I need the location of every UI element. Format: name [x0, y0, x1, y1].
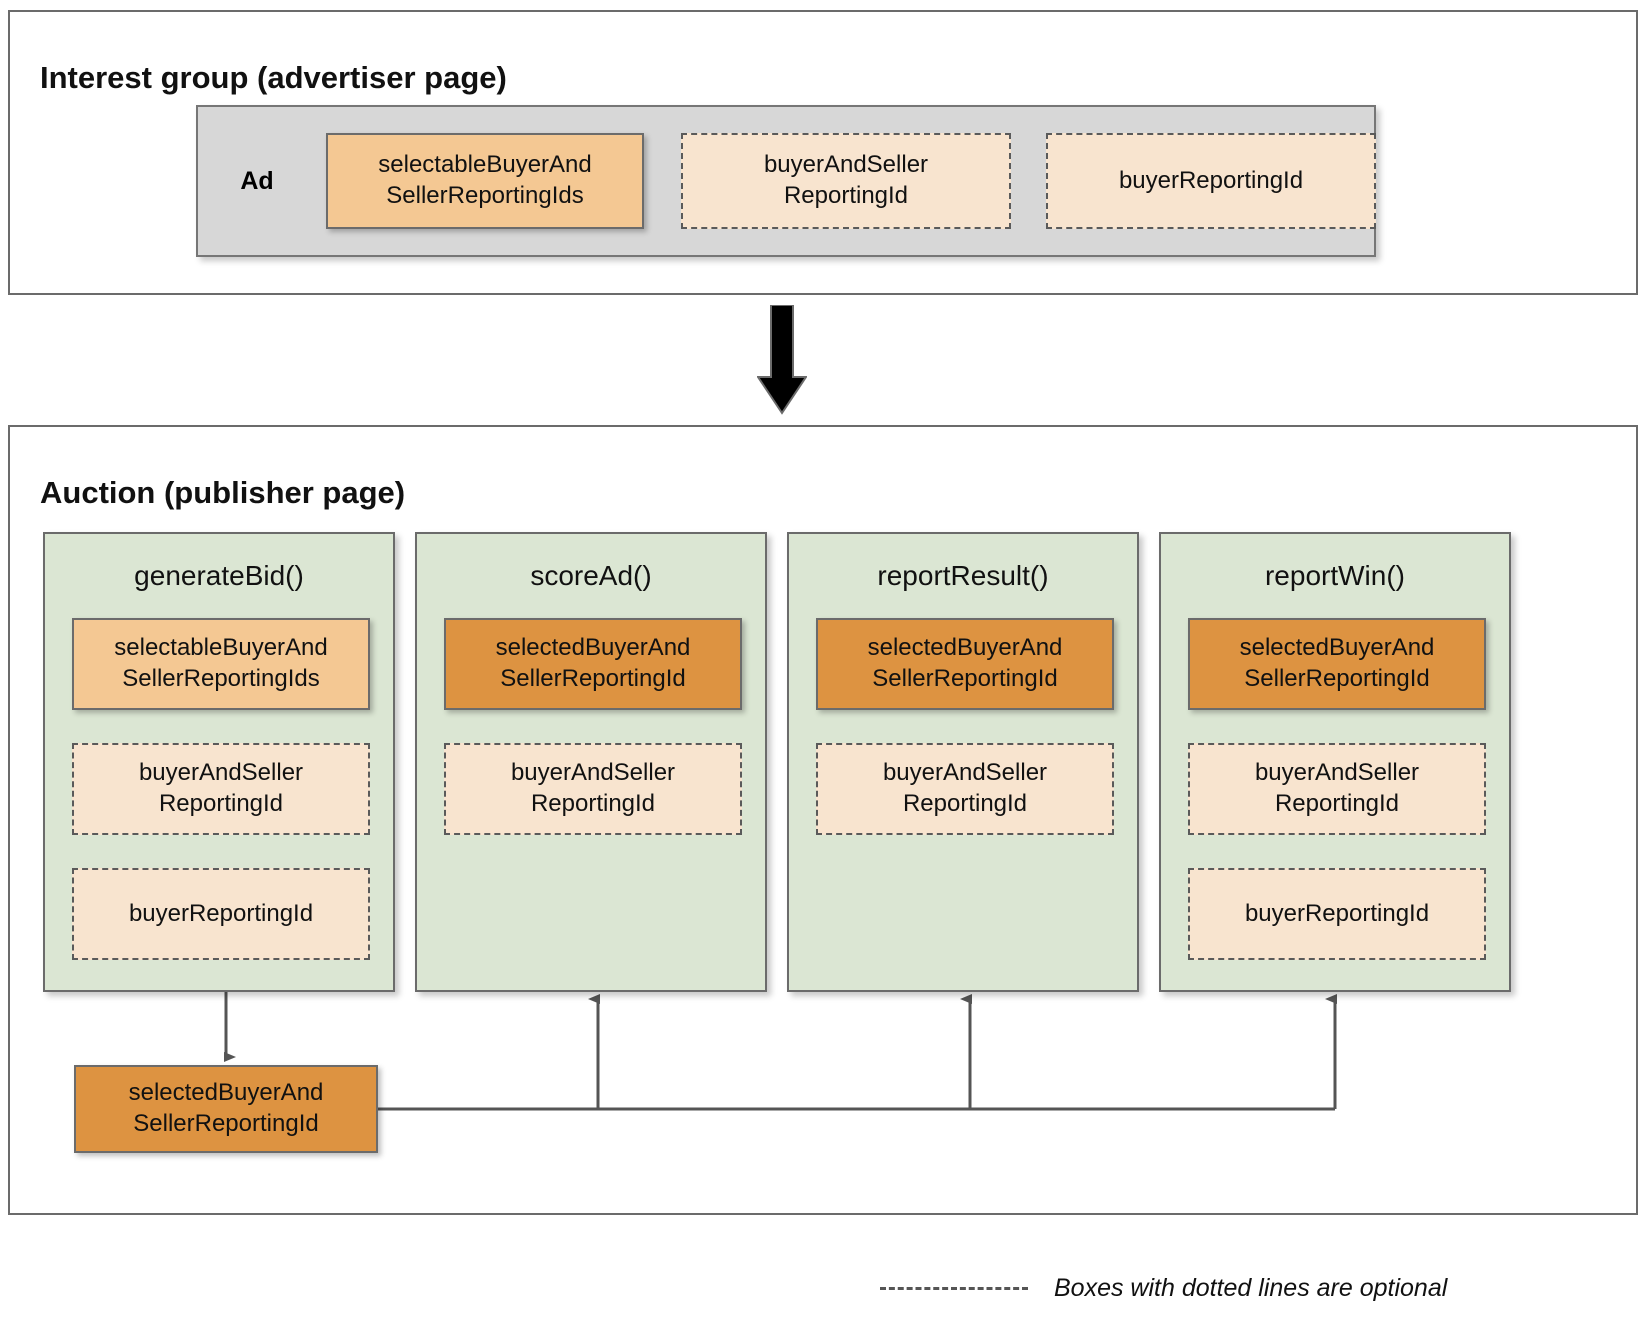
- ad-container: Ad selectableBuyerAnd SellerReportingIds…: [196, 105, 1376, 257]
- box-line-1: buyerAndSeller: [510, 759, 676, 787]
- ig-box-selectable-buyer-and-seller-reporting-ids: selectableBuyerAnd SellerReportingIds: [326, 133, 644, 229]
- box-line-1: buyerReportingId: [1118, 166, 1304, 194]
- box-line-1: buyerAndSeller: [1254, 759, 1420, 787]
- box-line-1: selectedBuyerAnd: [128, 1079, 324, 1107]
- flow-down-arrow-icon: [757, 305, 807, 415]
- box-line-1: selectableBuyerAnd: [114, 634, 328, 662]
- box-line-1: selectedBuyerAnd: [1239, 634, 1435, 662]
- box-line-2: ReportingId: [902, 790, 1028, 817]
- function-panel-score-ad: scoreAd() selectedBuyerAnd SellerReporti…: [415, 532, 767, 992]
- box-line-1: buyerAndSeller: [882, 759, 1048, 787]
- function-title: reportResult(): [877, 560, 1049, 591]
- box-line-1: buyerAndSeller: [138, 759, 304, 787]
- interest-group-title: Interest group (advertiser page): [40, 59, 507, 95]
- gb-box-buyer-and-seller-reporting-id: buyerAndSeller ReportingId: [72, 743, 370, 835]
- function-title: generateBid(): [134, 560, 304, 591]
- legend: Boxes with dotted lines are optional: [880, 1268, 1620, 1308]
- function-panel-report-win: reportWin() selectedBuyerAnd SellerRepor…: [1159, 532, 1511, 992]
- box-line-2: SellerReportingIds: [386, 182, 584, 209]
- box-line-1: buyerAndSeller: [763, 151, 929, 179]
- rr-box-selected-buyer-and-seller-reporting-id: selectedBuyerAnd SellerReportingId: [816, 618, 1114, 710]
- sa-box-selected-buyer-and-seller-reporting-id: selectedBuyerAnd SellerReportingId: [444, 618, 742, 710]
- function-title: scoreAd(): [530, 560, 652, 591]
- box-line-1: buyerReportingId: [128, 899, 314, 927]
- box-line-2: ReportingId: [1274, 790, 1400, 817]
- auction-title: Auction (publisher page): [40, 474, 406, 510]
- rw-box-buyer-reporting-id: buyerReportingId: [1188, 868, 1486, 960]
- result-box-selected-buyer-and-seller-reporting-id: selectedBuyerAnd SellerReportingId: [74, 1065, 378, 1153]
- ig-box-buyer-and-seller-reporting-id: buyerAndSeller ReportingId: [681, 133, 1011, 229]
- legend-dashed-line-swatch: [880, 1286, 1028, 1290]
- ig-box-buyer-reporting-id: buyerReportingId: [1046, 133, 1376, 229]
- box-line-2: SellerReportingIds: [122, 665, 320, 692]
- box-line-2: ReportingId: [158, 790, 284, 817]
- box-line-1: selectedBuyerAnd: [867, 634, 1063, 662]
- interest-group-panel: Interest group (advertiser page) Ad sele…: [8, 10, 1638, 295]
- box-line-1: buyerReportingId: [1244, 899, 1430, 927]
- rr-box-buyer-and-seller-reporting-id: buyerAndSeller ReportingId: [816, 743, 1114, 835]
- sa-box-buyer-and-seller-reporting-id: buyerAndSeller ReportingId: [444, 743, 742, 835]
- legend-label: Boxes with dotted lines are optional: [1054, 1273, 1448, 1302]
- box-line-1: selectedBuyerAnd: [495, 634, 691, 662]
- box-line-2: SellerReportingId: [500, 665, 686, 692]
- ad-label: Ad: [240, 166, 274, 195]
- box-line-2: SellerReportingId: [1244, 665, 1430, 692]
- box-line-2: SellerReportingId: [133, 1110, 319, 1137]
- function-panel-generate-bid: generateBid() selectableBuyerAnd SellerR…: [43, 532, 395, 992]
- box-line-2: ReportingId: [530, 790, 656, 817]
- function-panel-report-result: reportResult() selectedBuyerAnd SellerRe…: [787, 532, 1139, 992]
- box-line-1: selectableBuyerAnd: [378, 151, 592, 179]
- rw-box-selected-buyer-and-seller-reporting-id: selectedBuyerAnd SellerReportingId: [1188, 618, 1486, 710]
- rw-box-buyer-and-seller-reporting-id: buyerAndSeller ReportingId: [1188, 743, 1486, 835]
- box-line-2: SellerReportingId: [872, 665, 1058, 692]
- gb-box-buyer-reporting-id: buyerReportingId: [72, 868, 370, 960]
- gb-box-selectable-buyer-and-seller-reporting-ids: selectableBuyerAnd SellerReportingIds: [72, 618, 370, 710]
- function-title: reportWin(): [1264, 560, 1405, 591]
- auction-panel: Auction (publisher page): [8, 425, 1638, 1215]
- box-line-2: ReportingId: [783, 182, 909, 209]
